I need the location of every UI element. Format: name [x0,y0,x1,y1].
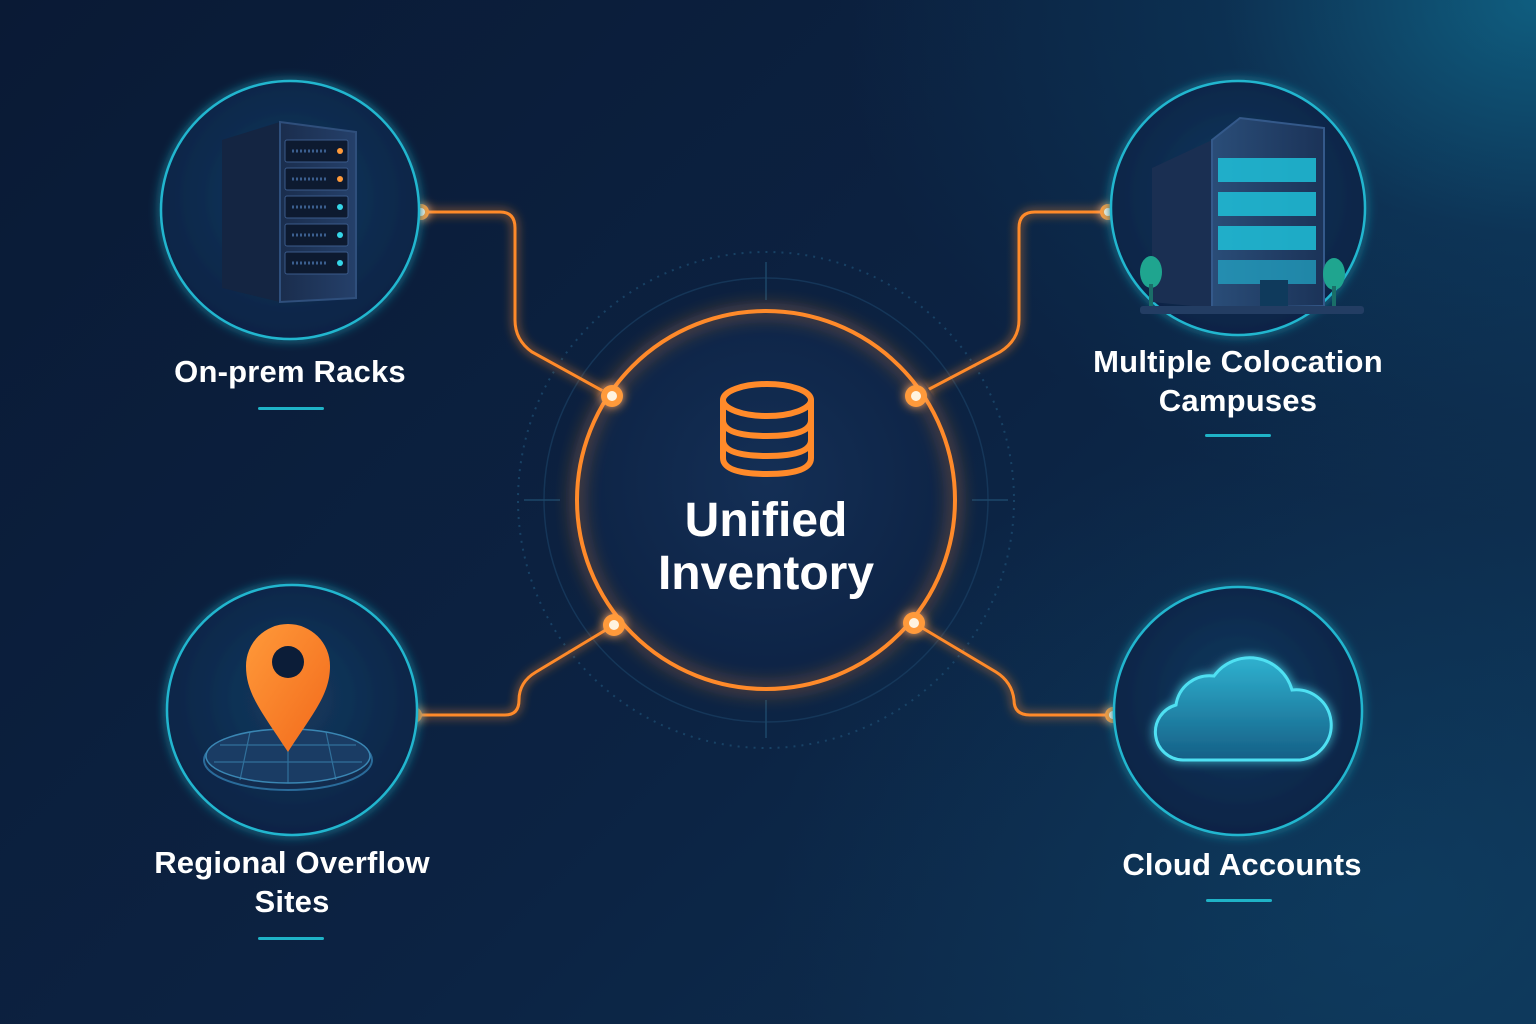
label-regional: Regional Overflow Sites [122,843,462,921]
database-icon [720,381,814,478]
map-pin-icon [203,624,373,791]
server-rack-icon [222,120,357,304]
label-colo: Multiple Colocation Campuses [1068,342,1408,420]
connector-onprem [421,210,613,398]
hub-title: Unified Inventory [576,494,956,600]
label-onprem-line1: On-prem Racks [174,354,406,389]
hub-title-line2: Inventory [657,547,875,600]
underline-cloud [1206,899,1272,902]
connector-regional [414,623,615,717]
underline-onprem [258,407,324,410]
connector-cloud [913,621,1113,717]
label-cloud-line1: Cloud Accounts [1122,847,1362,882]
label-regional-line2: Sites [254,884,330,919]
underline-regional [258,937,324,940]
connector-lines [414,210,1113,717]
hub-title-line1: Unified [684,494,848,547]
label-colo-line2: Campuses [1158,383,1318,418]
label-onprem: On-prem Racks [140,352,440,391]
label-regional-line1: Regional Overflow [154,845,430,880]
hub-backdrop-rings [517,251,1015,749]
node-cloud-accounts[interactable] [1112,585,1364,837]
node-colocation-campuses[interactable] [1109,79,1367,337]
connector-colo [915,210,1108,398]
node-regional-overflow[interactable] [165,583,419,837]
cloud-icon [1153,656,1333,762]
office-building-icon [1140,116,1364,314]
unified-inventory-hub[interactable] [569,303,963,697]
node-onprem-racks[interactable] [159,79,421,341]
label-colo-line1: Multiple Colocation [1093,344,1383,379]
underline-colo [1205,434,1271,437]
label-cloud: Cloud Accounts [1072,845,1412,884]
